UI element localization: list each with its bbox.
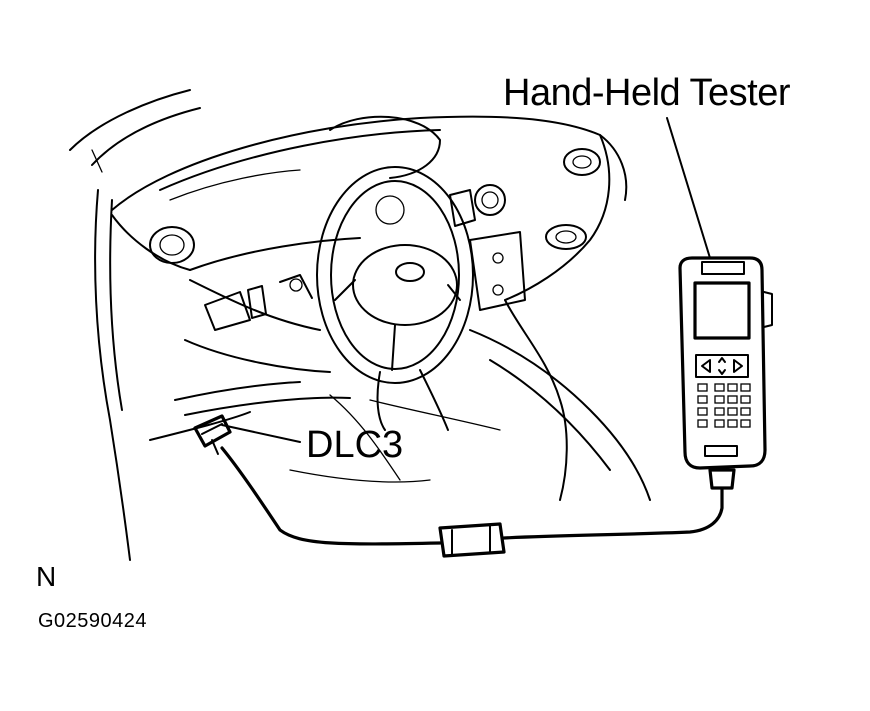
hand-held-tester: [678, 256, 773, 490]
dashboard: [111, 115, 628, 501]
orientation-label: N: [36, 561, 57, 592]
steering-wheel: [316, 166, 474, 431]
dlc3-label: DLC3: [306, 424, 404, 466]
figure-code: G02590424: [38, 610, 148, 632]
tester-cable: [220, 446, 724, 558]
dlc3-leader-line: [221, 424, 301, 443]
lower-panel: [149, 274, 351, 441]
hand-held-tester-label: Hand-Held Tester: [503, 72, 791, 114]
seat: [289, 329, 651, 501]
tester-keypad: [697, 383, 751, 428]
tester-leader-line: [666, 117, 711, 259]
dlc3-connector: [193, 414, 232, 455]
door-frame: [69, 89, 201, 561]
